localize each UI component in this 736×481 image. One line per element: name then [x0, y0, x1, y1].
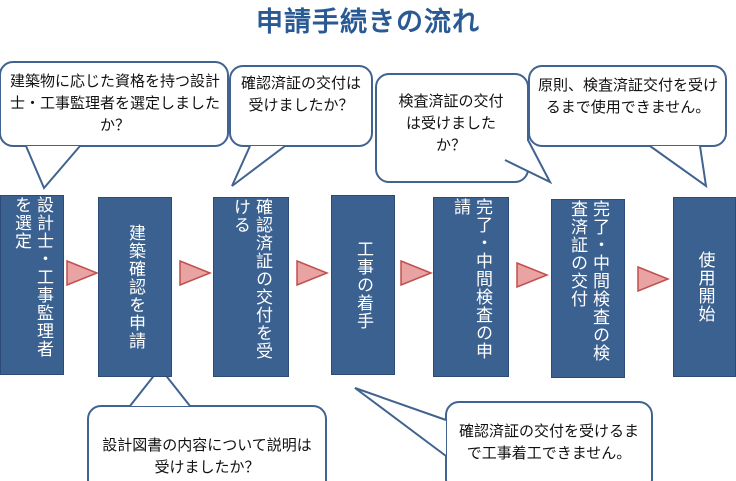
page-title: 申請手続きの流れ — [256, 7, 480, 38]
callout-certificate-received: 確認済証の交付は受けましたか？ — [240, 74, 361, 114]
callout-no-use-before: 原則、検査済証交付を受けるまで使用できません。 — [538, 76, 719, 116]
step-label: 工事の着手 — [353, 240, 373, 330]
flow-arrow-icon — [516, 261, 550, 289]
step-label: 設計士・工事監理者を選定 — [11, 196, 53, 358]
callout-inspection-certificate: 検査済証の交付は受けましたか？ — [398, 92, 504, 154]
callout-select-architect: 建築物に応じた資格を持つ設計士・工事監理者を選定しましたか？ — [9, 72, 220, 134]
step-apply-inspection: 完了・中間検査の申請 — [433, 197, 509, 377]
step-apply-confirmation: 建築確認を申請 — [98, 197, 172, 377]
step-receive-certificate: 確認済証の交付を受ける — [213, 197, 289, 377]
flow-arrow-icon — [637, 265, 671, 293]
speech-bubble — [87, 366, 327, 481]
callout-no-construction-before: 確認済証の交付を受けるまで工事着工できません。 — [458, 422, 639, 462]
step-label: 確認済証の交付を受ける — [230, 198, 272, 360]
flow-arrow-icon — [400, 259, 434, 287]
speech-bubble — [0, 61, 229, 190]
speech-bubble — [375, 73, 553, 185]
step-label: 完了・中間検査の申請 — [450, 198, 492, 360]
step-label: 完了・中間検査の検査済証の交付 — [567, 200, 609, 362]
flow-arrow-icon — [179, 259, 213, 287]
step-inspection-certificate: 完了・中間検査の検査済証の交付 — [551, 199, 625, 378]
speech-bubble — [229, 65, 373, 187]
callout-design-explained: 設計図書の内容について説明は受けましたか？ — [102, 436, 312, 476]
speech-bubble — [354, 387, 653, 481]
step-label: 建築確認を申請 — [125, 224, 145, 350]
speech-bubble — [528, 65, 727, 189]
step-select-architect: 設計士・工事監理者を選定 — [0, 195, 64, 375]
flow-arrow-icon — [66, 259, 100, 287]
flow-arrow-icon — [296, 259, 330, 287]
step-start-construction: 工事の着手 — [331, 195, 395, 375]
step-label: 使用開始 — [694, 251, 715, 323]
step-start-use: 使用開始 — [673, 197, 736, 377]
